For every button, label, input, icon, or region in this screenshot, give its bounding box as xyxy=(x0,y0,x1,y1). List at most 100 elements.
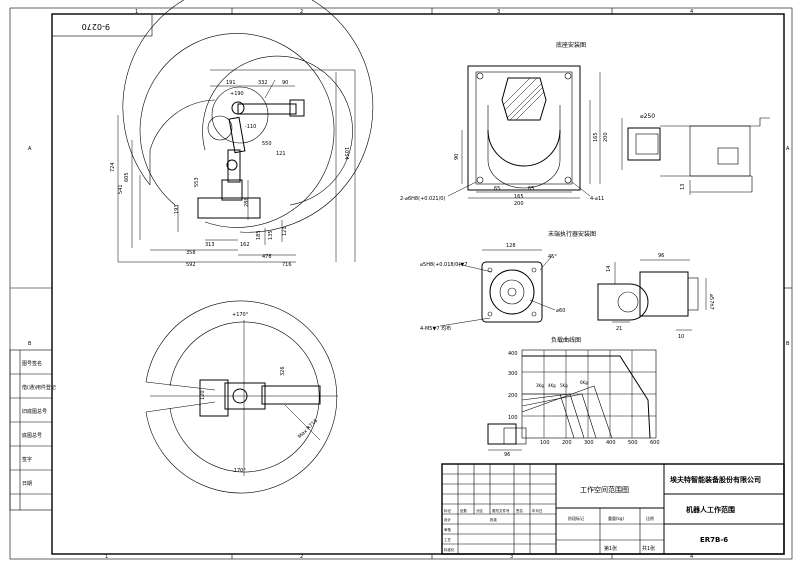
load-x-300: 300 xyxy=(584,440,594,446)
ee-dim-128: 128 xyxy=(506,243,516,249)
load-y-100: 100 xyxy=(508,415,518,421)
title-block-sheet: 第1张 xyxy=(604,545,617,552)
base-dim-65a: 65 xyxy=(494,186,500,192)
outer-border xyxy=(9,7,793,560)
zone-col-2: 2 xyxy=(300,9,303,15)
load-y-300: 300 xyxy=(508,371,518,377)
load-wrist-96: 96 xyxy=(504,452,510,458)
dim-592: 592 xyxy=(186,262,196,268)
top-dim-326: 326 xyxy=(280,366,286,376)
load-curve-chart xyxy=(487,349,657,451)
rev-cell-count: 处数 xyxy=(460,508,468,513)
zone-ticks xyxy=(10,8,792,559)
title-block-drawing-name: 机器人工作范围 xyxy=(686,505,735,514)
title-block-title: 工作空间范围图 xyxy=(580,485,629,494)
wrist-96: 96 xyxy=(658,253,664,259)
load-series-3kg: 3Kg xyxy=(536,383,544,388)
zone-col-1: 1 xyxy=(135,9,138,15)
strip-label-5: 日期 xyxy=(22,481,32,487)
top-angle-plus: +170° xyxy=(232,312,249,318)
load-x-600: 600 xyxy=(650,440,660,446)
dim-332: 332 xyxy=(258,80,268,86)
flange-13: 13 xyxy=(680,184,686,190)
rev-cell-doc: 更改文件号 xyxy=(492,508,510,513)
title-block-scale-label: 比例 xyxy=(646,515,654,521)
role-approve: 批准 xyxy=(490,517,498,522)
zone-row-A-right: A xyxy=(786,146,790,152)
load-y-200: 200 xyxy=(508,393,518,399)
dim-162: 162 xyxy=(240,242,250,248)
zone-row-A: A xyxy=(28,146,32,152)
corner-stamp-box xyxy=(51,13,153,37)
wrist-10: 10 xyxy=(678,334,684,340)
zone-row-B-right: B xyxy=(786,341,790,347)
dim-313: 313 xyxy=(205,242,215,248)
wrist-d57: ⌀57h7 xyxy=(708,294,714,310)
title-block-stage-label: 阶段标记 xyxy=(568,515,584,521)
top-view-workspace xyxy=(145,300,338,494)
load-series-4kg: 4Kg xyxy=(548,383,556,388)
base-dim-65b: 65 xyxy=(528,186,534,192)
base-pin-holes: 2-⌀6H8(+0.021/0) xyxy=(400,196,445,202)
strip-label-2: 旧底图总号 xyxy=(22,408,47,415)
dim-724: 724 xyxy=(110,162,116,172)
ee-angle: 45° xyxy=(548,254,557,260)
left-binding-strip xyxy=(9,349,53,511)
load-x-500: 500 xyxy=(628,440,638,446)
ee-pin-hole: ⌀5H8(+0.018/0)▼7 xyxy=(420,262,467,268)
strip-label-3: 底图总号 xyxy=(22,432,42,439)
dim-90: 90 xyxy=(282,80,288,86)
dim-minus110: -110 xyxy=(245,124,256,130)
rev-cell-date: 年月日 xyxy=(532,508,543,513)
wrist-21: 21 xyxy=(616,326,622,332)
wrist-detail xyxy=(597,259,707,331)
title-block-drawing-no: ER7B-6 xyxy=(700,536,728,544)
title-load-curve: 负载曲线图 xyxy=(551,336,581,344)
dim-135: 135 xyxy=(268,230,274,240)
dim-288: 288 xyxy=(244,197,250,207)
zone-col-4: 4 xyxy=(690,9,693,15)
load-series-6kg: 6Kg xyxy=(580,380,588,385)
load-x-400: 400 xyxy=(606,440,616,446)
dim-191: 191 xyxy=(226,80,236,86)
title-end-effector: 末端执行器安装图 xyxy=(548,230,596,238)
base-dim-165-v: 165 xyxy=(593,132,599,142)
top-dim-120: 120 xyxy=(200,390,206,400)
load-y-400: 400 xyxy=(508,351,518,357)
rev-cell-sign: 签名 xyxy=(516,508,523,513)
top-angle-minus: -170° xyxy=(232,468,246,474)
zone-col-3: 3 xyxy=(497,9,500,15)
rev-cell-zone: 分区 xyxy=(476,508,484,513)
strip-label-1: 借(通)用件登记 xyxy=(22,384,56,391)
dim-121-upper: 121 xyxy=(276,151,286,157)
dim-193: 193 xyxy=(174,204,180,214)
base-dim-200-h: 200 xyxy=(514,201,524,207)
flange-detail xyxy=(621,117,770,195)
side-view-workspace xyxy=(117,0,374,263)
dim-185: 185 xyxy=(256,230,262,240)
dim-553: 553 xyxy=(194,177,200,187)
load-series-5kg: 5Kg xyxy=(560,383,568,388)
dim-1054: 1054 xyxy=(343,147,349,160)
base-mount-view xyxy=(447,65,601,199)
dim-550: 550 xyxy=(262,141,272,147)
corner-stamp-text: 9-0270 xyxy=(82,22,110,31)
dim-716: 716 xyxy=(282,262,292,268)
rev-cell-mark: 标记 xyxy=(444,508,452,513)
dim-plus190: +190 xyxy=(230,91,244,97)
role-process: 工艺 xyxy=(444,537,452,542)
role-standard: 标准化 xyxy=(444,547,455,552)
base-dim-200-v: 200 xyxy=(603,132,609,142)
dim-605: 605 xyxy=(124,172,130,182)
strip-label-4: 签字 xyxy=(22,456,32,463)
base-holes: 4-⌀11 xyxy=(590,196,604,202)
dim-358: 358 xyxy=(186,250,196,256)
zone-col-1-bottom: 1 xyxy=(105,554,108,560)
strip-label-top: 图号签名 xyxy=(22,360,42,367)
end-effector-view xyxy=(439,249,556,327)
flange-dia: ⌀250 xyxy=(640,113,655,120)
wrist-14: 14 xyxy=(606,266,612,272)
load-x-100: 100 xyxy=(540,440,550,446)
